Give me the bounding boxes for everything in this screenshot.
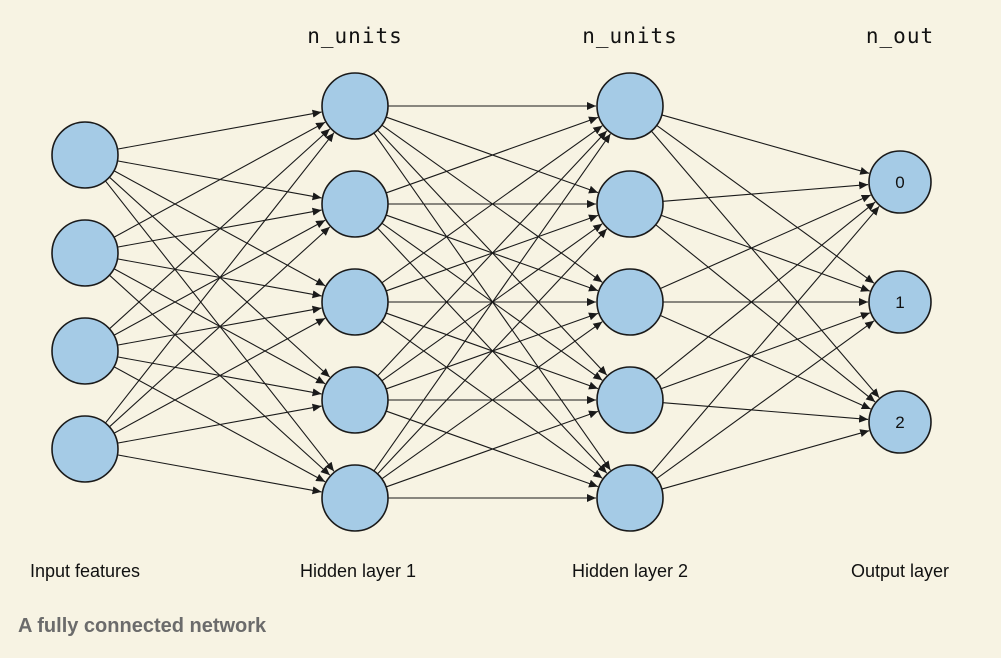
edge — [662, 181, 869, 202]
edge — [655, 201, 876, 380]
edge — [109, 226, 331, 428]
node-output-2 — [868, 390, 932, 454]
edge — [109, 128, 331, 330]
layer-bottom-label-input: Input features — [29, 561, 141, 581]
layer-bottom-label-output: Output layer — [850, 561, 950, 581]
edge — [656, 320, 875, 480]
node-hidden2-0 — [596, 72, 664, 140]
node-label: 0 — [895, 173, 904, 192]
edge — [377, 228, 608, 475]
node-hidden1-4 — [321, 464, 389, 532]
node-hidden1-1 — [321, 170, 389, 238]
edge — [660, 214, 871, 292]
node-hidden1-0 — [321, 72, 389, 140]
node-output-1 — [868, 270, 932, 334]
edge — [113, 121, 326, 238]
edge — [385, 116, 599, 194]
layer-top-label-hidden2: n_units — [582, 24, 678, 48]
edge — [104, 132, 335, 424]
edge — [117, 403, 322, 444]
node-hidden2-4 — [596, 464, 664, 532]
edge — [385, 410, 599, 488]
edge — [373, 133, 611, 472]
layer-top-label-output: n_out — [865, 24, 935, 48]
edge — [655, 224, 876, 403]
edge — [661, 114, 870, 175]
edge — [117, 109, 322, 150]
node-hidden1-3 — [321, 366, 389, 434]
edge — [381, 125, 603, 284]
node-label: 2 — [895, 413, 904, 432]
edge — [656, 124, 875, 284]
node-input-3 — [51, 415, 119, 483]
node-input-0 — [51, 121, 119, 189]
diagram-caption: A fully connected network — [18, 615, 267, 637]
layer-top-label-hidden1: n_units — [307, 24, 403, 48]
edge — [381, 321, 603, 480]
edge — [660, 312, 871, 390]
edge — [651, 130, 880, 399]
layer-bottom-label-hidden1: Hidden layer 1 — [299, 561, 417, 581]
edge — [662, 402, 869, 423]
edge — [659, 314, 871, 410]
edge — [377, 130, 608, 377]
node-output-0 — [868, 150, 932, 214]
edge — [651, 205, 880, 474]
node-label: 1 — [895, 293, 904, 312]
edge — [117, 454, 322, 495]
edge — [659, 194, 871, 290]
edge — [661, 429, 870, 490]
node-input-1 — [51, 219, 119, 287]
node-input-2 — [51, 317, 119, 385]
node-hidden1-2 — [321, 268, 389, 336]
node-hidden2-3 — [596, 366, 664, 434]
node-hidden2-2 — [596, 268, 664, 336]
edge — [113, 317, 326, 434]
layer-bottom-label-hidden2: Hidden layer 2 — [571, 561, 689, 581]
node-hidden2-1 — [596, 170, 664, 238]
